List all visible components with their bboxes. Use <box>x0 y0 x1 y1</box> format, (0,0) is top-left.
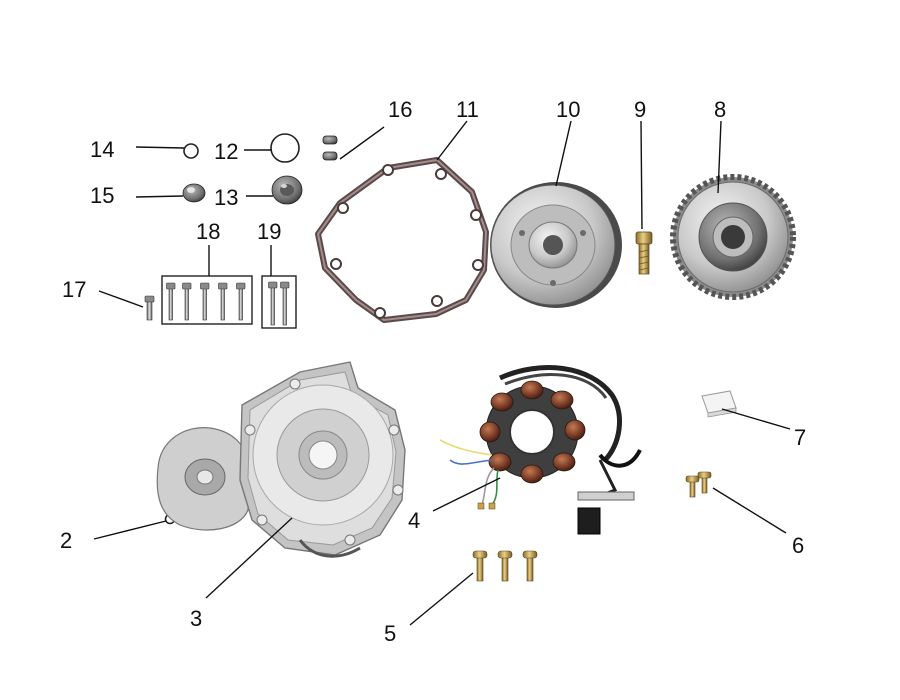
dowel-icon <box>322 151 338 161</box>
cap-icon <box>271 175 303 205</box>
callout-labels: 2 3 4 5 6 7 8 9 10 11 12 13 14 15 16 17 … <box>60 97 806 646</box>
callout-3: 3 <box>190 606 202 631</box>
callout-12: 12 <box>214 139 238 164</box>
callout-6: 6 <box>792 533 804 558</box>
callout-9: 9 <box>634 97 646 122</box>
flywheel-icon <box>490 182 622 308</box>
screw-icon <box>685 471 712 498</box>
bolt-set-icon <box>261 275 297 329</box>
part-16-dowel-pins <box>322 135 338 161</box>
callout-19: 19 <box>257 219 281 244</box>
stator-coil-icon <box>439 365 642 535</box>
clip-icon <box>701 390 737 418</box>
o-ring-icon <box>183 143 199 159</box>
plug-icon <box>182 183 206 203</box>
callout-13: 13 <box>214 185 238 210</box>
callout-14: 14 <box>90 137 114 162</box>
bolt-icon <box>635 231 653 275</box>
bolt-icon <box>144 295 155 321</box>
callout-16: 16 <box>388 97 412 122</box>
bolt-set-icon <box>161 275 253 325</box>
leader-lines <box>93 120 791 626</box>
callout-11: 11 <box>456 97 479 122</box>
stator-cover-icon <box>156 361 406 558</box>
screw-icon <box>472 550 538 582</box>
gasket-icon <box>315 157 489 323</box>
callout-17: 17 <box>62 277 86 302</box>
gear-icon <box>670 174 796 300</box>
callout-5: 5 <box>384 621 396 646</box>
callout-10: 10 <box>556 97 580 122</box>
callout-18: 18 <box>196 219 220 244</box>
o-ring-icon <box>270 133 300 163</box>
callout-8: 8 <box>714 97 726 122</box>
callout-15: 15 <box>90 183 114 208</box>
dowel-icon <box>322 135 338 145</box>
callout-7: 7 <box>794 425 806 450</box>
callout-4: 4 <box>408 508 420 533</box>
callout-2: 2 <box>60 528 72 553</box>
